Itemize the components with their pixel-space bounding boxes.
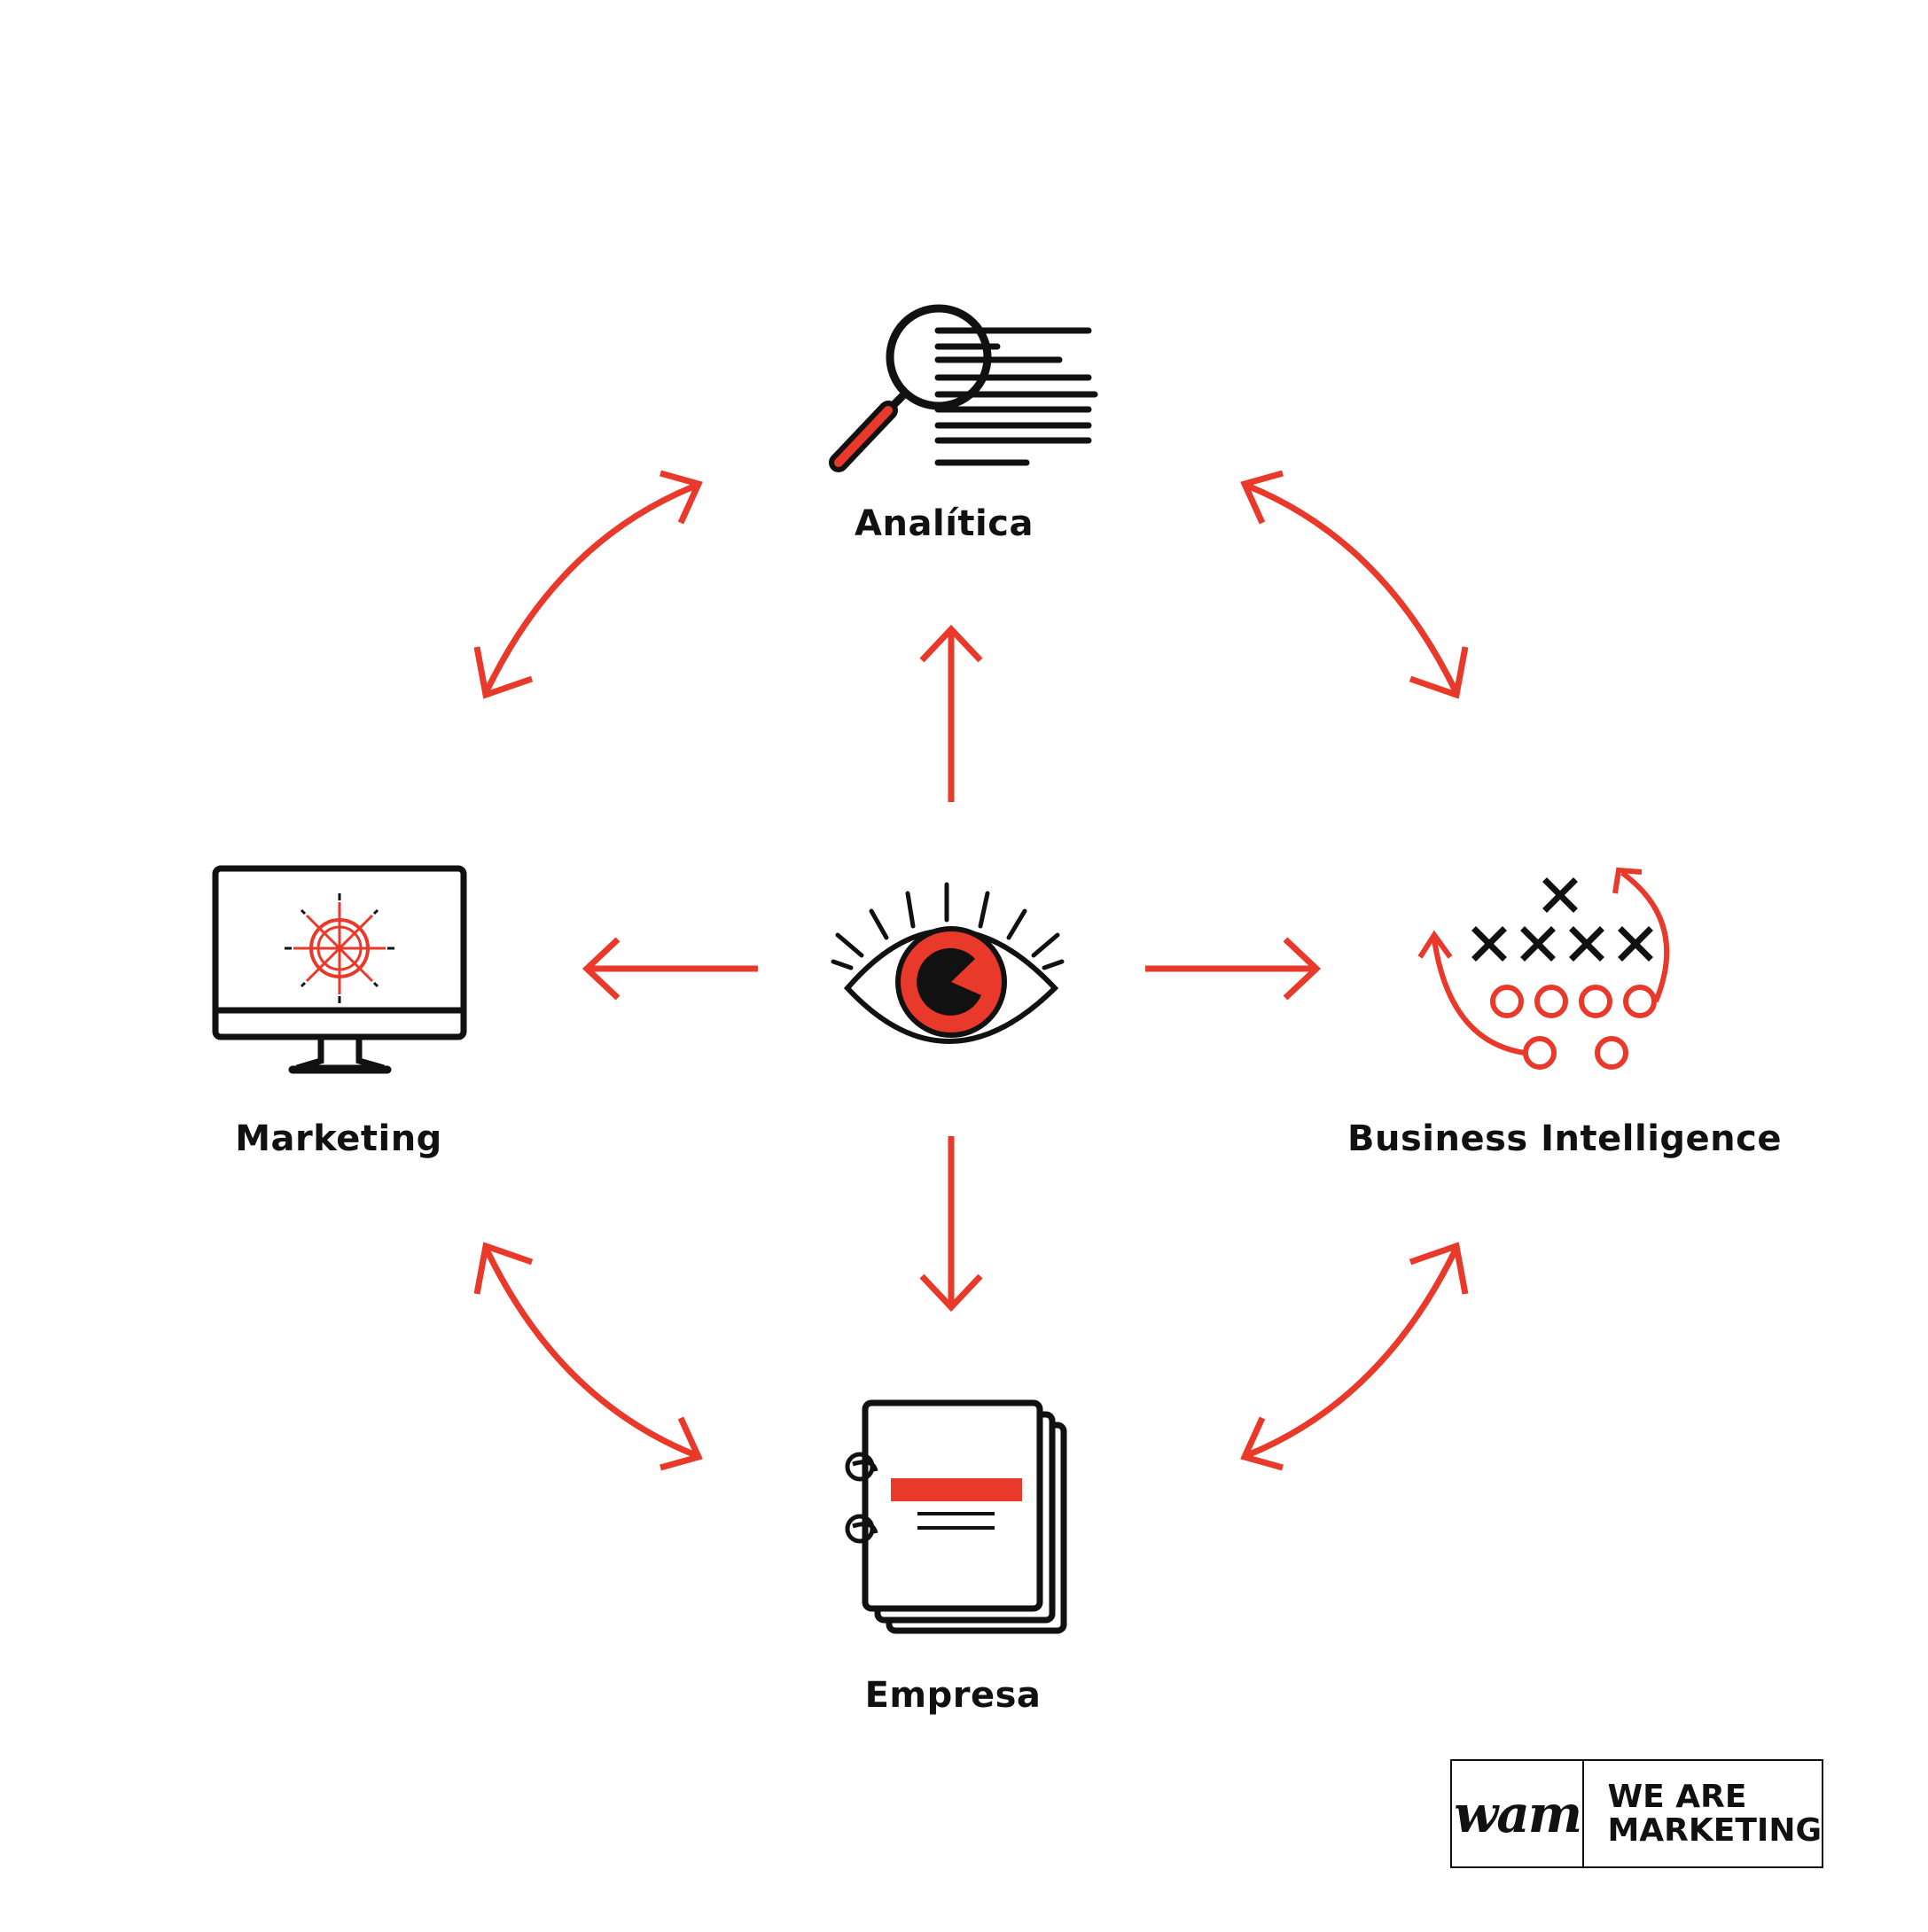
curve-arrow-analitica-bi [1240, 470, 1469, 699]
arrow-to-business-intelligence [1145, 937, 1322, 1001]
we-are-marketing-logo: wam WE ARE MARKETING [1450, 1759, 1823, 1868]
logo-line-2: MARKETING [1607, 1811, 1822, 1849]
arrow-to-empresa [919, 1136, 983, 1313]
arrow-to-marketing [582, 937, 758, 1001]
monitor-ship-wheel-icon [212, 865, 467, 1074]
node-label-analitica: Analítica [855, 503, 1034, 544]
notebook-stack-icon [845, 1399, 1067, 1634]
curve-arrow-marketing-empresa [473, 1242, 703, 1471]
logo-wordmark: WE ARE MARKETING [1584, 1761, 1822, 1866]
node-label-marketing: Marketing [235, 1118, 442, 1159]
logo-mark: wam [1452, 1761, 1585, 1866]
node-label-empresa: Empresa [864, 1675, 1042, 1716]
arrow-to-analitica [919, 624, 983, 802]
curve-arrow-empresa-bi [1240, 1242, 1469, 1471]
node-label-business-intelligence: Business Intelligence [1347, 1118, 1782, 1159]
curve-arrow-marketing-analitica [473, 470, 703, 699]
logo-line-1: WE ARE [1607, 1778, 1747, 1815]
eye-icon [831, 882, 1065, 1044]
play-strategy-icon [1417, 867, 1670, 1070]
magnifier-document-icon [829, 304, 1098, 472]
